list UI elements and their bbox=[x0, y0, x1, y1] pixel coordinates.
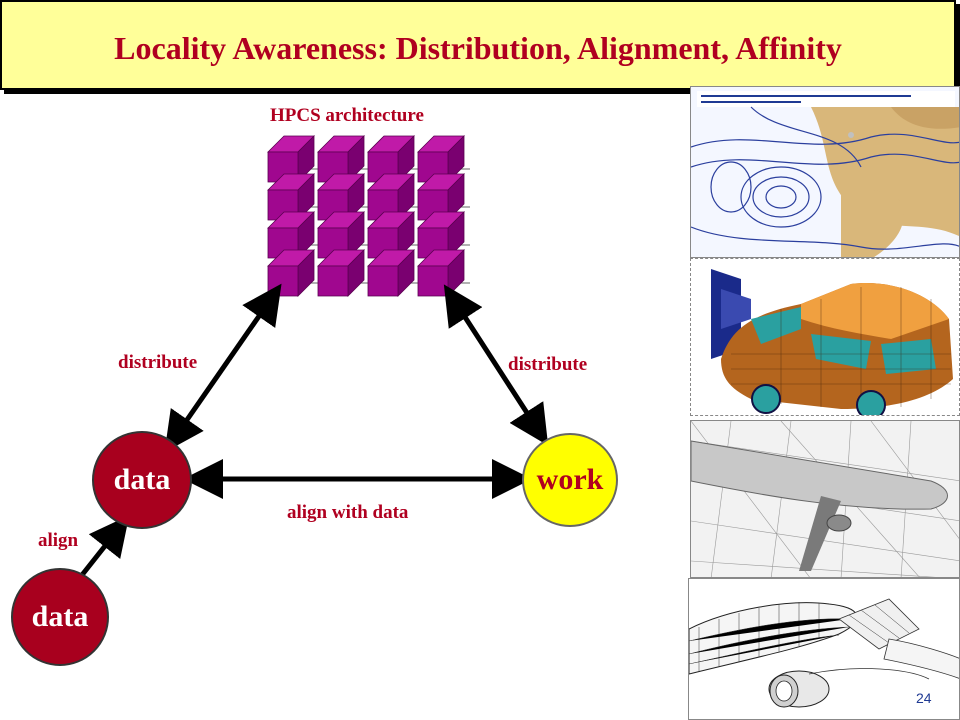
cube-front bbox=[317, 265, 349, 297]
hpcs-processor-grid bbox=[267, 135, 470, 297]
align-label: align bbox=[38, 530, 79, 551]
wing-engine-mesh-image bbox=[688, 578, 960, 720]
cube-front bbox=[417, 265, 449, 297]
distribute-right-arrow bbox=[443, 284, 549, 446]
align-arrow bbox=[80, 515, 130, 577]
align-with-data-label: align with data bbox=[287, 502, 409, 523]
slide-title: Locality Awareness: Distribution, Alignm… bbox=[114, 30, 842, 66]
data-node-upper: data bbox=[92, 431, 192, 529]
cube-front bbox=[267, 265, 299, 297]
distribute-left-arrow bbox=[164, 283, 282, 453]
weather-map-drawing bbox=[691, 87, 959, 257]
title-banner: Locality Awareness: Distribution, Alignm… bbox=[0, 0, 956, 90]
weather-map-image bbox=[690, 86, 960, 258]
architecture-label: HPCS architecture bbox=[270, 105, 424, 126]
data-node-lower: data bbox=[11, 568, 109, 666]
aircraft-mesh-image bbox=[690, 420, 960, 578]
cube-front bbox=[367, 265, 399, 297]
wing-engine-mesh-drawing bbox=[689, 579, 959, 719]
aircraft-mesh-drawing bbox=[691, 421, 959, 577]
car-crash-model-image bbox=[690, 258, 960, 416]
page-number: 24 bbox=[916, 690, 932, 706]
work-node: work bbox=[522, 433, 618, 527]
car-crash-model-drawing bbox=[691, 259, 959, 415]
